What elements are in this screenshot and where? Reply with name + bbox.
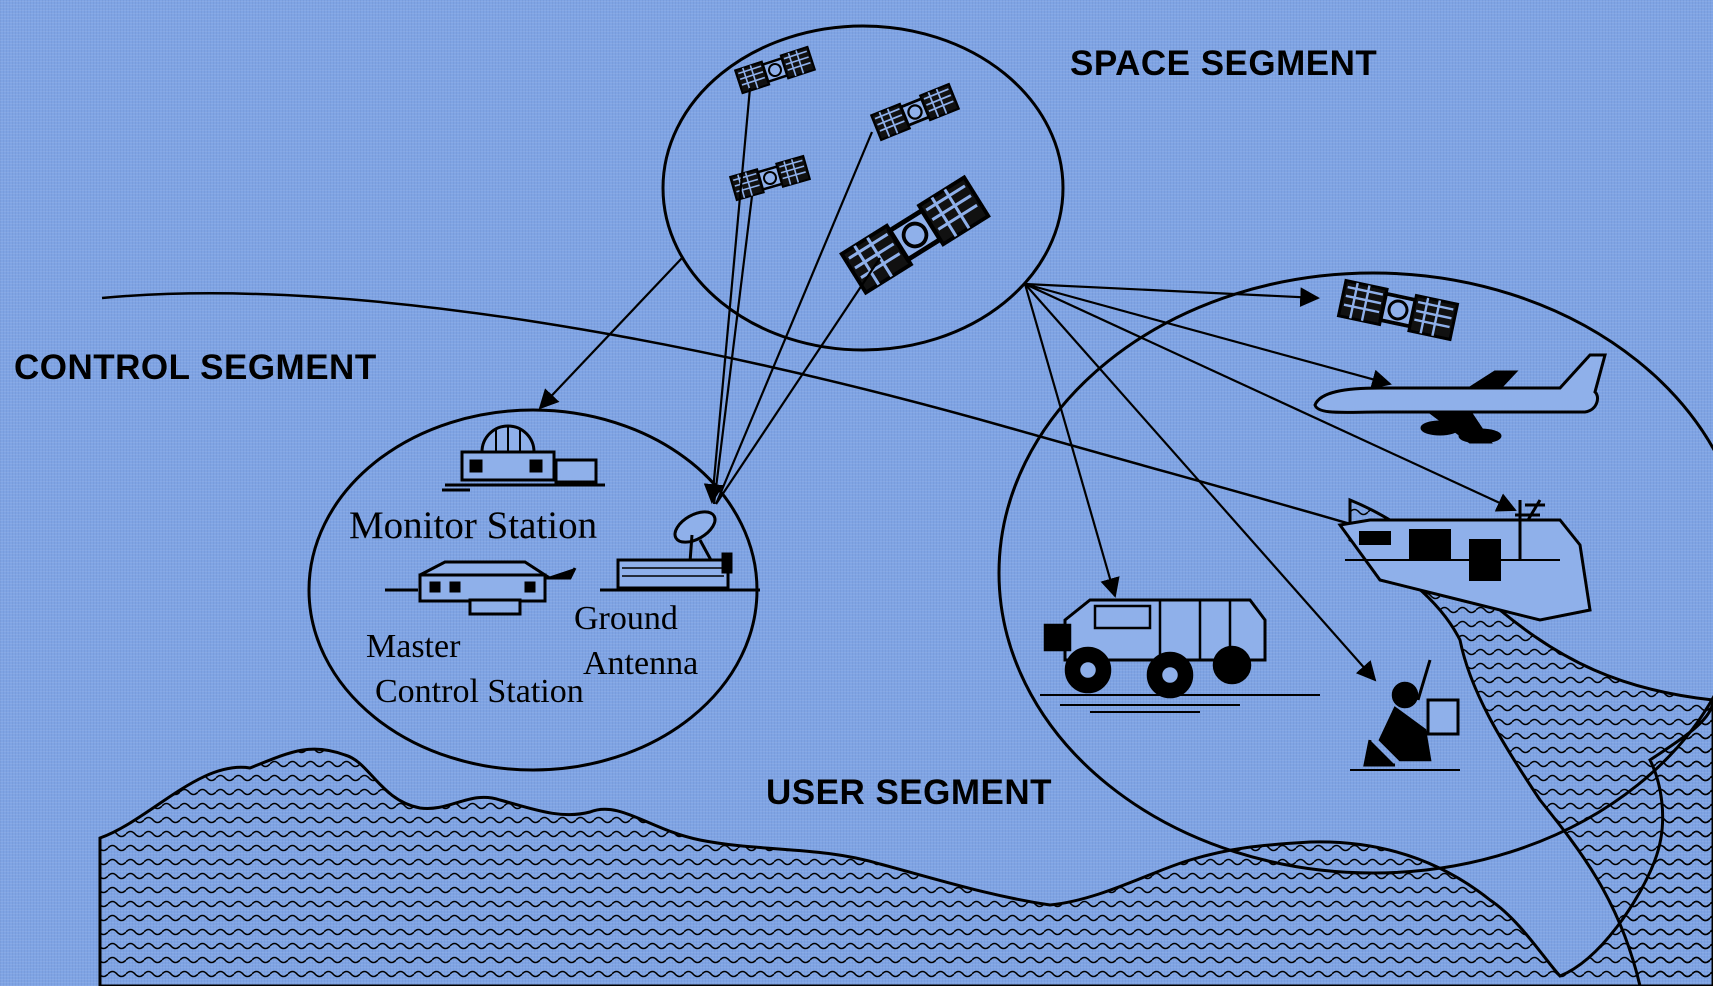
control-segment-title: CONTROL SEGMENT: [14, 348, 377, 387]
master-control-label-line1: Master: [366, 628, 461, 665]
warship-icon: [1337, 499, 1592, 622]
humvee-icon: [1040, 598, 1320, 713]
building-icon: [385, 560, 577, 616]
user-segment-circle: [997, 271, 1713, 875]
master-control-label-line2: Control Station: [375, 673, 584, 710]
satellite-icon: [1336, 278, 1460, 342]
space-segment-circle: [661, 24, 1065, 352]
airliner-icon: [1313, 353, 1607, 444]
space-satellites: [728, 45, 988, 293]
ground-antenna-label-line1: Ground: [574, 600, 678, 637]
downlink-signals: [538, 87, 881, 505]
dish-antenna-icon: [600, 510, 760, 592]
user-segment-title: USER SEGMENT: [766, 773, 1053, 812]
user-signals: [1023, 282, 1517, 682]
space-segment-title: SPACE SEGMENT: [1070, 44, 1378, 83]
observatory-dome-icon: [442, 424, 605, 492]
ground-antenna-label-line2: Antenna: [583, 645, 699, 682]
orbit-curve: [101, 292, 1581, 612]
monitor-station-label: Monitor Station: [349, 504, 598, 547]
kneeling-soldier-icon: [1350, 659, 1460, 771]
